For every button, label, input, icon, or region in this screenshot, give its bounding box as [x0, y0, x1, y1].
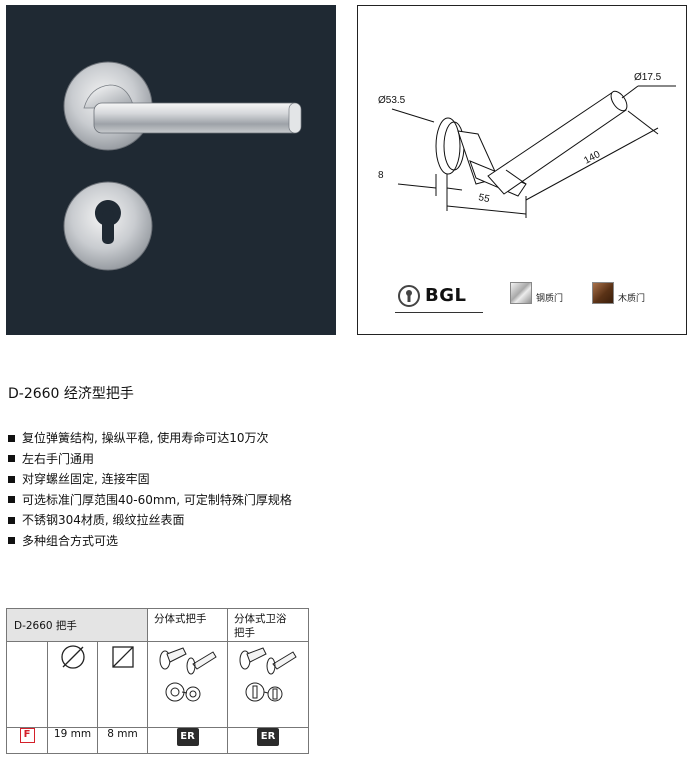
dim-projection: 55 — [477, 192, 491, 205]
col-split-label: 分体式把手 — [154, 613, 207, 625]
dim-lever-length: 140 — [582, 149, 602, 167]
feature-item: 不锈钢304材质, 缎纹拉丝表面 — [8, 510, 292, 531]
steel-door-label: 钢质门 — [536, 294, 564, 304]
dim-rose-depth: 8 — [378, 170, 384, 181]
feature-list: 复位弹簧结构, 操纵平稳, 使用寿命可达10万次 左右手门通用 对穿螺丝固定, … — [8, 428, 292, 551]
product-title: D-2660 经济型把手 — [8, 386, 134, 402]
empty-cell — [6, 641, 48, 728]
bath-handle-cell — [227, 641, 310, 728]
feature-item: 复位弹簧结构, 操纵平稳, 使用寿命可达10万次 — [8, 428, 292, 449]
square-spindle-icon — [111, 646, 134, 668]
feature-text: 复位弹簧结构, 操纵平稳, 使用寿命可达10万次 — [22, 431, 269, 446]
steel-door-legend: 钢质门 — [510, 282, 563, 304]
feature-item: 对穿螺丝固定, 连接牢固 — [8, 469, 292, 490]
feature-item: 可选标准门厚范围40-60mm, 可定制特殊门厚规格 — [8, 490, 292, 511]
product-photo — [6, 5, 336, 335]
brand-underline — [395, 312, 483, 313]
diameter-cell — [47, 641, 98, 728]
diameter-value: 19 mm — [47, 727, 98, 754]
split-handle-cell — [147, 641, 229, 728]
lever-handle-illustration — [63, 61, 302, 271]
feature-text: 多种组合方式可选 — [22, 533, 119, 548]
table-icon-row — [6, 641, 310, 728]
bullet-icon — [8, 516, 15, 524]
er-badge: ER — [257, 728, 280, 746]
col-bath-label-2: 把手 — [234, 627, 256, 639]
dim-rose-diameter: Ø53.5 — [378, 95, 406, 106]
split-handle-set-icon — [159, 647, 217, 702]
material-legend: BGL 钢质门 木质门 — [395, 282, 685, 322]
bullet-icon — [8, 537, 15, 545]
finish-cell: F — [6, 727, 48, 754]
diameter-icon — [60, 645, 85, 669]
feature-item: 左右手门通用 — [8, 449, 292, 470]
table-product-name: D-2660 把手 — [5, 608, 149, 642]
wood-door-label: 木质门 — [618, 294, 646, 304]
steel-swatch-icon — [510, 282, 532, 304]
col-bath-handle: 分体式卫浴把手 — [227, 608, 310, 642]
feature-text: 不锈钢304材质, 缎纹拉丝表面 — [22, 513, 185, 528]
square-value: 8 mm — [96, 727, 149, 754]
bullet-icon — [8, 434, 15, 442]
square-cell — [96, 641, 149, 728]
col-bath-label-1: 分体式卫浴 — [234, 613, 287, 625]
spec-table: D-2660 把手 分体式把手 分体式卫浴把手 — [5, 608, 310, 754]
table-value-row: F 19 mm 8 mm ER ER — [6, 727, 310, 754]
feature-text: 可选标准门厚范围40-60mm, 可定制特殊门厚规格 — [22, 492, 292, 507]
wood-door-legend: 木质门 — [592, 282, 645, 304]
feature-text: 左右手门通用 — [22, 451, 95, 466]
bullet-icon — [8, 475, 15, 483]
bath-er-cell: ER — [227, 727, 310, 754]
table-header-row: D-2660 把手 分体式把手 分体式卫浴把手 — [5, 608, 310, 642]
brand-logo: BGL — [395, 282, 485, 313]
col-split-handle: 分体式把手 — [147, 608, 229, 642]
feature-text: 对穿螺丝固定, 连接牢固 — [22, 472, 150, 487]
technical-drawing: Ø53.5 Ø17.5 140 55 8 — [357, 5, 687, 335]
wood-swatch-icon — [592, 282, 614, 304]
bath-handle-set-icon — [239, 647, 297, 702]
brand-name: BGL — [425, 285, 467, 306]
bullet-icon — [8, 455, 15, 463]
feature-item: 多种组合方式可选 — [8, 531, 292, 552]
dimension-drawing: Ø53.5 Ø17.5 140 55 8 — [378, 72, 676, 218]
er-badge: ER — [176, 728, 199, 746]
dim-grip-diameter: Ø17.5 — [634, 72, 662, 83]
finish-code-badge: F — [19, 728, 35, 743]
split-er-cell: ER — [147, 727, 229, 754]
bullet-icon — [8, 496, 15, 504]
brand-keyhole-icon — [398, 285, 420, 307]
